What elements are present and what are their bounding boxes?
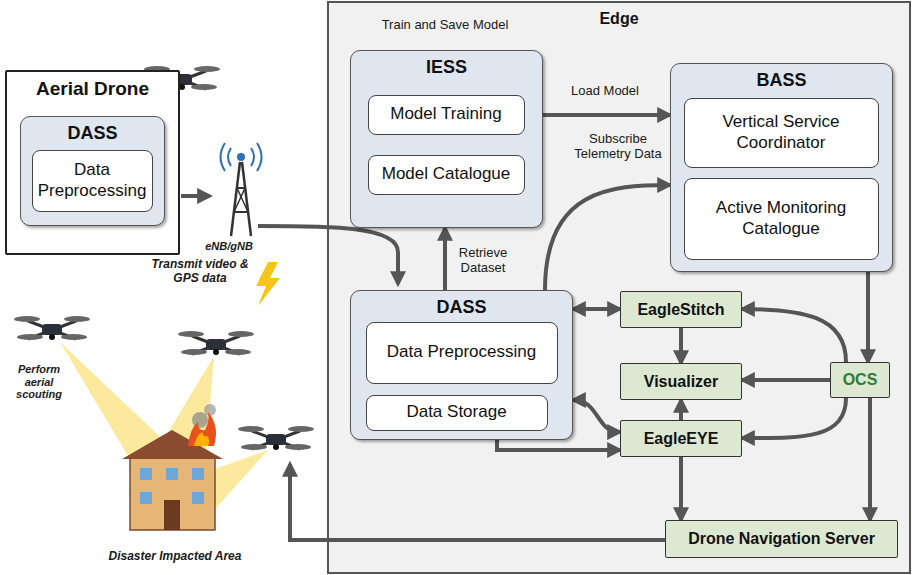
annotation-label: Transmit video & GPS data [150, 258, 250, 286]
drone-icon [144, 66, 220, 90]
connector-arrow [742, 398, 846, 438]
process-box: Data Preprocessing [32, 150, 153, 212]
uplink-arrow [181, 194, 210, 198]
box-label: Drone Navigation Server [688, 529, 875, 548]
process-box: Active Monitoring Catalogue [684, 178, 879, 260]
group-box: Aerial DroneDASS Data Preprocessing [5, 70, 180, 255]
annotation-label: Perform aerial scouting [6, 363, 72, 401]
box-label: Model Catalogue [382, 164, 511, 184]
box-label: Model Training [390, 104, 502, 124]
connector-arrow [868, 398, 872, 520]
process-box: EagleStitch [620, 291, 742, 328]
process-box: Drone Navigation Server [665, 520, 898, 558]
edge-ground [327, 1, 911, 574]
connector-arrow [866, 272, 870, 362]
box-heading: Edge [329, 3, 909, 28]
lightning-icon [256, 262, 280, 306]
cell-tower [221, 143, 262, 236]
connector-arrow [573, 400, 620, 432]
group-box: IESS Model TrainingModel Catalogue [350, 50, 543, 228]
uplink-arrow [258, 226, 398, 284]
box-heading: IESS [351, 51, 542, 79]
process-box: Model Training [368, 95, 525, 135]
process-box: Data Preprocessing [366, 322, 558, 384]
connector-arrow [679, 328, 683, 363]
group-box: EdgeIESS Model TrainingModel Catalogue BAS… [327, 1, 911, 574]
process-box: Visualizer [620, 363, 742, 400]
box-label: Data Preprocessing [387, 342, 536, 362]
group-box: DASS Data Preprocessing [20, 116, 165, 226]
box-heading: BASS [671, 64, 892, 92]
connector-arrow [497, 440, 620, 450]
drone-icon [178, 331, 254, 355]
edge-label: Load Model [560, 84, 650, 99]
box-label: Visualizer [644, 372, 718, 391]
annotation-label: Train and Save Model [380, 18, 510, 33]
drone-icon [238, 426, 314, 450]
edge-label: Subscribe Telemetry Data [574, 132, 662, 162]
box-label: Vertical Service Coordinator [691, 112, 872, 153]
drone-icon [14, 316, 90, 340]
connector-arrow [742, 378, 830, 382]
edge-label: Retrieve Dataset [452, 246, 514, 276]
process-box: Vertical Service Coordinator [684, 98, 879, 168]
box-heading: DASS [21, 117, 164, 145]
group-box: DASS Data PreprocessingData Storage [350, 290, 573, 440]
box-label: EagleStitch [637, 300, 724, 319]
connector-arrow [543, 113, 670, 117]
box-label: OCS [843, 370, 878, 389]
connector-arrow [679, 457, 683, 520]
connector-arrow [443, 228, 447, 290]
process-box: EagleEYE [620, 420, 742, 457]
box-label: EagleEYE [644, 429, 719, 448]
process-box: Data Storage [366, 395, 548, 431]
building [122, 404, 223, 530]
connector-arrow [679, 400, 683, 420]
box-label: Data Storage [406, 402, 506, 422]
box-label: Active Monitoring Catalogue [691, 198, 872, 239]
box-heading: DASS [351, 291, 572, 319]
group-box: BASS Vertical Service CoordinatorActive M… [670, 63, 893, 272]
connector-arrow [742, 309, 846, 362]
annotation-label: Disaster Impacted Area [90, 550, 260, 564]
connector-arrow [573, 307, 620, 311]
annotation-label: eNB/gNB [196, 240, 262, 253]
connector-arrow [545, 185, 670, 290]
box-label: Data Preprocessing [38, 160, 147, 201]
process-box: Model Catalogue [368, 155, 525, 195]
navigation-arrow [290, 464, 665, 540]
process-box: OCS [830, 362, 890, 398]
box-heading: Aerial Drone [7, 72, 178, 101]
